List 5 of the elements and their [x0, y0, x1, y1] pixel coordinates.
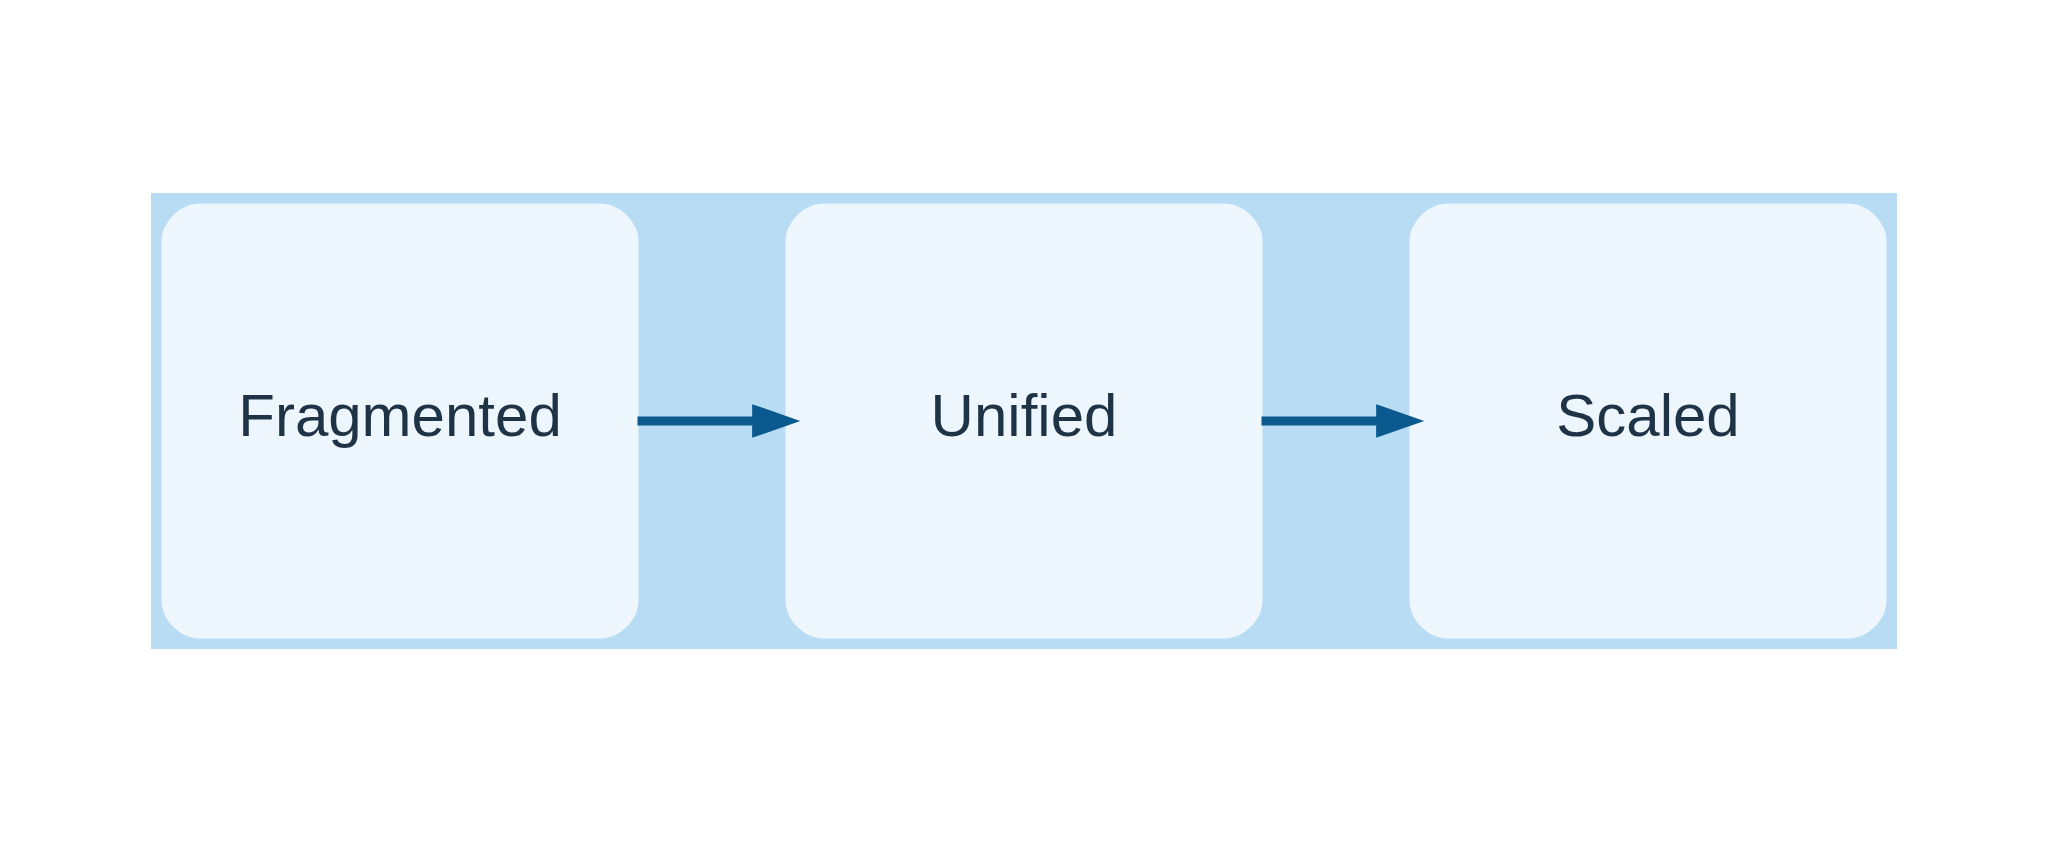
node-box: Scaled [1409, 203, 1887, 639]
arrow [637, 404, 801, 438]
node-box: Fragmented [161, 203, 639, 639]
node-box: Unified [785, 203, 1263, 639]
arrow [1261, 404, 1425, 438]
